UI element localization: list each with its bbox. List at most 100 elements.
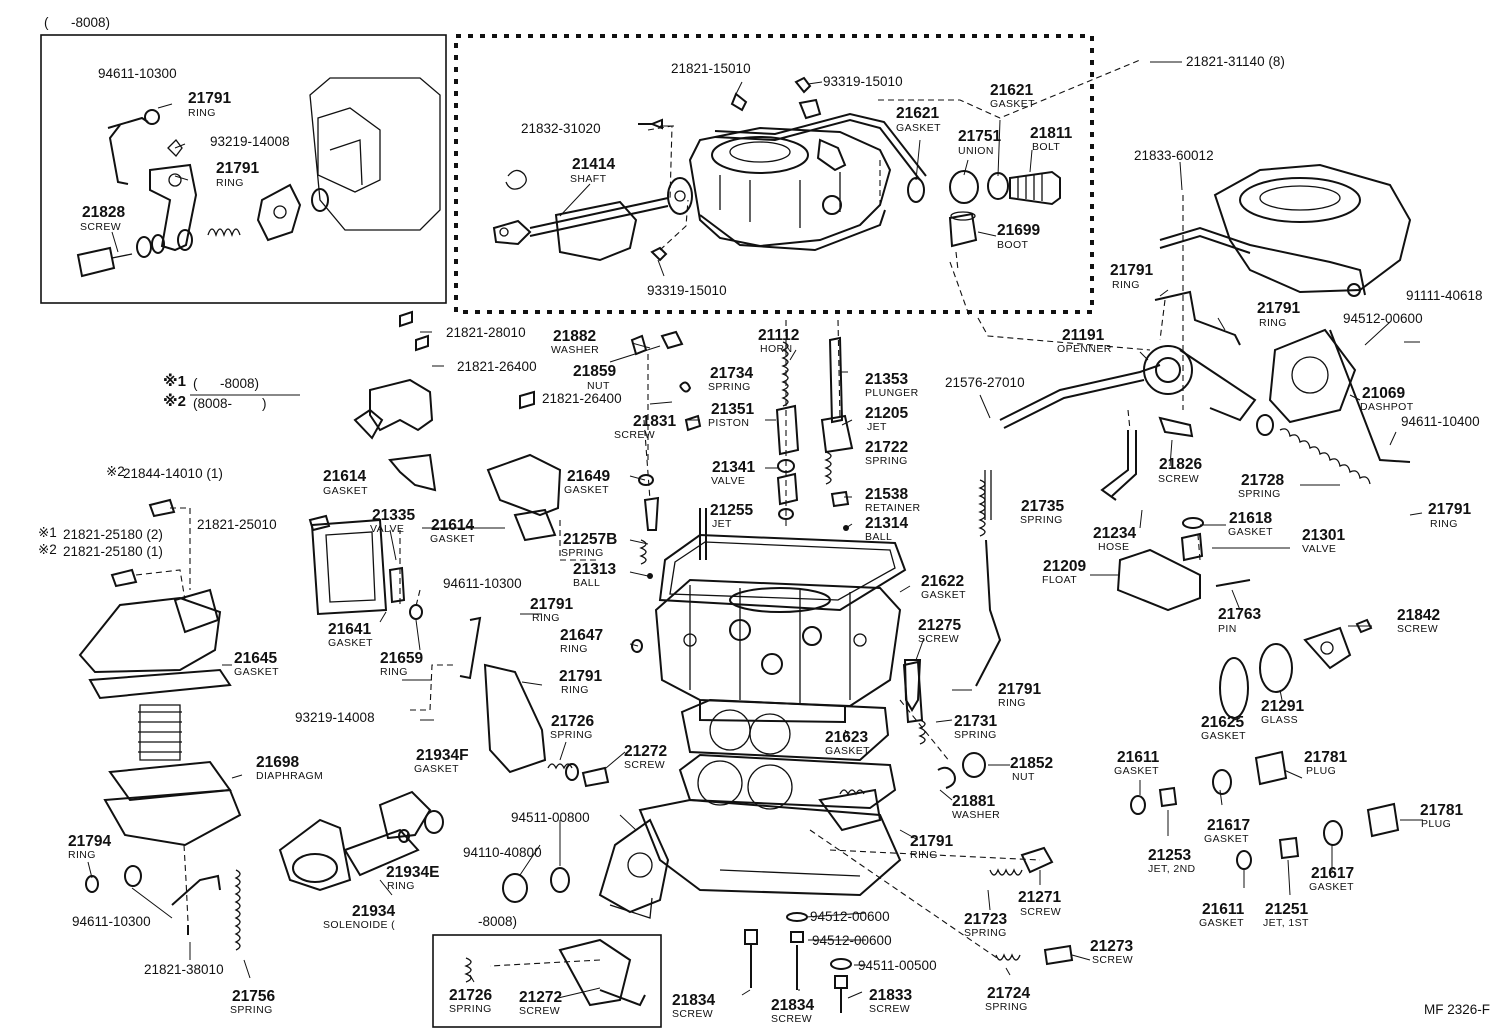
part-21257b: 21257B SPRING: [561, 531, 617, 559]
part-name: SCREW: [1020, 906, 1061, 918]
part-name: RING: [998, 697, 1026, 709]
part-name: GASKET: [564, 484, 609, 496]
part-number: 21272: [624, 743, 667, 760]
part-21724: 21724 SPRING: [985, 985, 1030, 1013]
inset-range-label: ( -8008): [44, 15, 110, 30]
part-number: 21622: [921, 573, 964, 590]
part-name: BOLT: [1032, 141, 1060, 153]
part-number: 21859: [573, 363, 616, 380]
part-21791-right-upper: 21791 RING: [1110, 262, 1153, 291]
part-21069: 21069 DASHPOT: [1360, 385, 1413, 413]
part-21726-inset: 21726 SPRING: [449, 987, 492, 1015]
part-number: 21811: [1030, 125, 1073, 142]
part-name: RING: [387, 880, 415, 892]
part-name: HORN: [760, 343, 793, 355]
callout-21821-31140: 21821-31140 (8): [1186, 54, 1285, 69]
part-number: 21234: [1093, 525, 1136, 542]
part-number: 21791: [998, 681, 1041, 698]
part-21272-main: 21272 SCREW: [624, 743, 667, 771]
callout-93319-15010-bottom: 93319-15010: [647, 283, 727, 298]
part-name: RING: [188, 107, 216, 119]
part-name: JET, 1ST: [1263, 917, 1309, 929]
part-name: GASKET: [430, 533, 475, 545]
part-number: 21205: [865, 405, 908, 422]
part-name: SCREW: [1158, 473, 1199, 485]
part-21205: 21205 JET: [865, 405, 908, 433]
part-name: VALVE: [1302, 543, 1336, 555]
callout-93219-14008-mid: 93219-14008: [295, 710, 375, 725]
part-21934e: 21934E RING: [386, 864, 439, 892]
part-number: 21191: [1062, 327, 1105, 344]
part-21614-lower: 21614 GASKET: [430, 517, 475, 545]
part-number: 21791: [188, 90, 231, 107]
part-name: FLOAT: [1042, 574, 1077, 586]
part-number: 21791: [910, 833, 953, 850]
part-number: 21791: [1257, 300, 1300, 317]
part-number: 21728: [1241, 472, 1284, 489]
part-21699: 21699 BOOT: [997, 222, 1040, 251]
part-21734: 21734 SPRING: [708, 365, 753, 393]
part-21617-upper: 21617 GASKET: [1204, 817, 1250, 845]
part-name: SOLENOIDE (: [323, 919, 395, 931]
callout-21832-31020: 21832-31020: [521, 121, 601, 136]
part-number: 21791: [216, 160, 259, 177]
part-number: 21271: [1018, 889, 1061, 906]
part-number: 21751: [958, 128, 1001, 145]
callout-21821-25180-1: 21821-25180 (1): [63, 544, 163, 559]
part-name: JET: [712, 518, 732, 530]
part-21234: 21234 HOSE: [1093, 525, 1136, 553]
ref-mark2-a: ※2: [106, 464, 125, 479]
part-number: 21726: [551, 713, 594, 730]
part-name: RETAINER: [865, 502, 921, 514]
part-number: 21828: [82, 204, 125, 221]
part-21621-upper: 21621 GASKET: [990, 82, 1035, 110]
part-number: 21781: [1420, 802, 1463, 819]
part-name: RING: [380, 666, 408, 678]
part-21253: 21253 JET, 2ND: [1148, 847, 1195, 875]
part-name: DIAPHRAGM: [256, 770, 323, 782]
part-name: RING: [216, 177, 244, 189]
part-number: 21209: [1043, 558, 1086, 575]
part-number: 21763: [1218, 606, 1261, 623]
part-21828: 21828 SCREW: [80, 204, 125, 233]
part-number: 21617: [1207, 817, 1250, 834]
callout-21821-26400-upper: 21821-26400: [457, 359, 537, 374]
part-number: 21621: [896, 105, 939, 122]
callout-93319-15010-top: 93319-15010: [823, 74, 903, 89]
part-number: 21852: [1010, 755, 1053, 772]
part-number: 21257B: [563, 531, 617, 548]
part-name: SCREW: [771, 1013, 812, 1025]
part-number: 21934F: [416, 747, 469, 764]
part-number: 21614: [431, 517, 474, 534]
part-name: SCREW: [672, 1008, 713, 1020]
part-name: HOSE: [1098, 541, 1129, 553]
part-name: SCREW: [1397, 623, 1438, 635]
part-name: SPRING: [954, 729, 997, 741]
part-21617-lower: 21617 GASKET: [1309, 865, 1354, 893]
part-21791-far-right: 21791 RING: [1428, 501, 1471, 530]
ref-mark2-c: ※2: [38, 542, 57, 557]
part-number: 21881: [952, 793, 995, 810]
part-name: SPRING: [1020, 514, 1063, 526]
part-number: 21834: [672, 992, 715, 1009]
part-21934: 21934 SOLENOIDE (: [323, 903, 395, 931]
part-21698: 21698 DIAPHRAGM: [256, 754, 323, 782]
callout-21821-25180-2: 21821-25180 (2): [63, 527, 163, 542]
part-number: 21791: [1428, 501, 1471, 518]
callout-94110-40800: 94110-40800: [463, 845, 542, 860]
part-21934f: 21934F GASKET: [414, 747, 469, 775]
part-name: SPRING: [550, 729, 593, 741]
part-name: GASKET: [990, 98, 1035, 110]
part-21647: 21647 RING: [560, 627, 603, 655]
part-number: 21291: [1261, 698, 1304, 715]
part-21791-center-left: 21791 RING: [559, 668, 602, 696]
part-name: RING: [1430, 518, 1458, 530]
leader-lines: [87, 59, 1423, 999]
part-number: 21623: [825, 729, 868, 746]
part-number: 21781: [1304, 749, 1347, 766]
part-21791-inset-lower: 21791 RING: [216, 160, 259, 189]
part-21735: 21735 SPRING: [1020, 498, 1064, 526]
part-name: NUT: [587, 380, 610, 392]
part-name: PLUG: [1306, 765, 1336, 777]
part-name: WASHER: [952, 809, 1000, 821]
